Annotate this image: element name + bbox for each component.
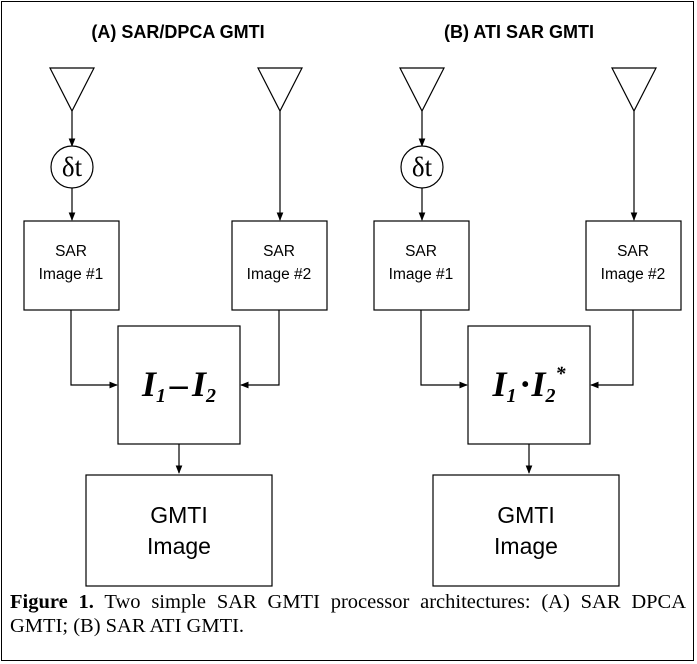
sar-image-1-line1: SAR: [405, 243, 437, 260]
difference-operation-box: [117, 325, 241, 445]
figure-caption: Figure 1. Two simple SAR GMTI processor …: [10, 590, 686, 638]
panel-b-title: (B) ATI SAR GMTI: [444, 22, 594, 42]
gmti-output-line1: GMTI: [497, 502, 555, 528]
correlation-operation-box: [467, 325, 591, 445]
sar-image-1-line2: Image #1: [39, 266, 104, 283]
correlation-operation-label: I1·I2*: [491, 363, 566, 407]
antenna-icon: [611, 67, 657, 113]
panel-a-title: (A) SAR/DPCA GMTI: [91, 22, 264, 42]
antenna-icon: [399, 67, 445, 113]
panel-b: (B) ATI SAR GMTI δt SAR Image #1 SAR Ima…: [373, 22, 682, 587]
sar-image-1-line2: Image #1: [389, 266, 454, 283]
panel-a: (A) SAR/DPCA GMTI δt SAR Image #1 SAR Im…: [23, 22, 328, 587]
sar-image-2-line1: SAR: [263, 243, 295, 260]
sar-image-2-line2: Image #2: [601, 266, 666, 283]
sar-image-1-box: [373, 220, 470, 311]
gmti-output-line2: Image: [494, 533, 558, 559]
caption-text: Two simple SAR GMTI processor architectu…: [10, 591, 686, 637]
gmti-output-box: [85, 474, 273, 587]
caption-label: Figure 1.: [10, 591, 94, 613]
sar-image-1-line1: SAR: [55, 243, 87, 260]
antenna-icon: [49, 67, 95, 113]
delay-label: δt: [412, 152, 433, 182]
difference-operation-label: I1–I2: [141, 364, 216, 407]
delay-label: δt: [62, 152, 83, 182]
sar-image-2-box: [231, 220, 328, 311]
gmti-output-line1: GMTI: [150, 502, 208, 528]
gmti-output-line2: Image: [147, 533, 211, 559]
antenna-icon: [257, 67, 303, 113]
gmti-output-box: [432, 474, 620, 587]
sar-image-1-box: [23, 220, 120, 311]
sar-image-2-line1: SAR: [617, 243, 649, 260]
sar-image-2-line2: Image #2: [247, 266, 312, 283]
